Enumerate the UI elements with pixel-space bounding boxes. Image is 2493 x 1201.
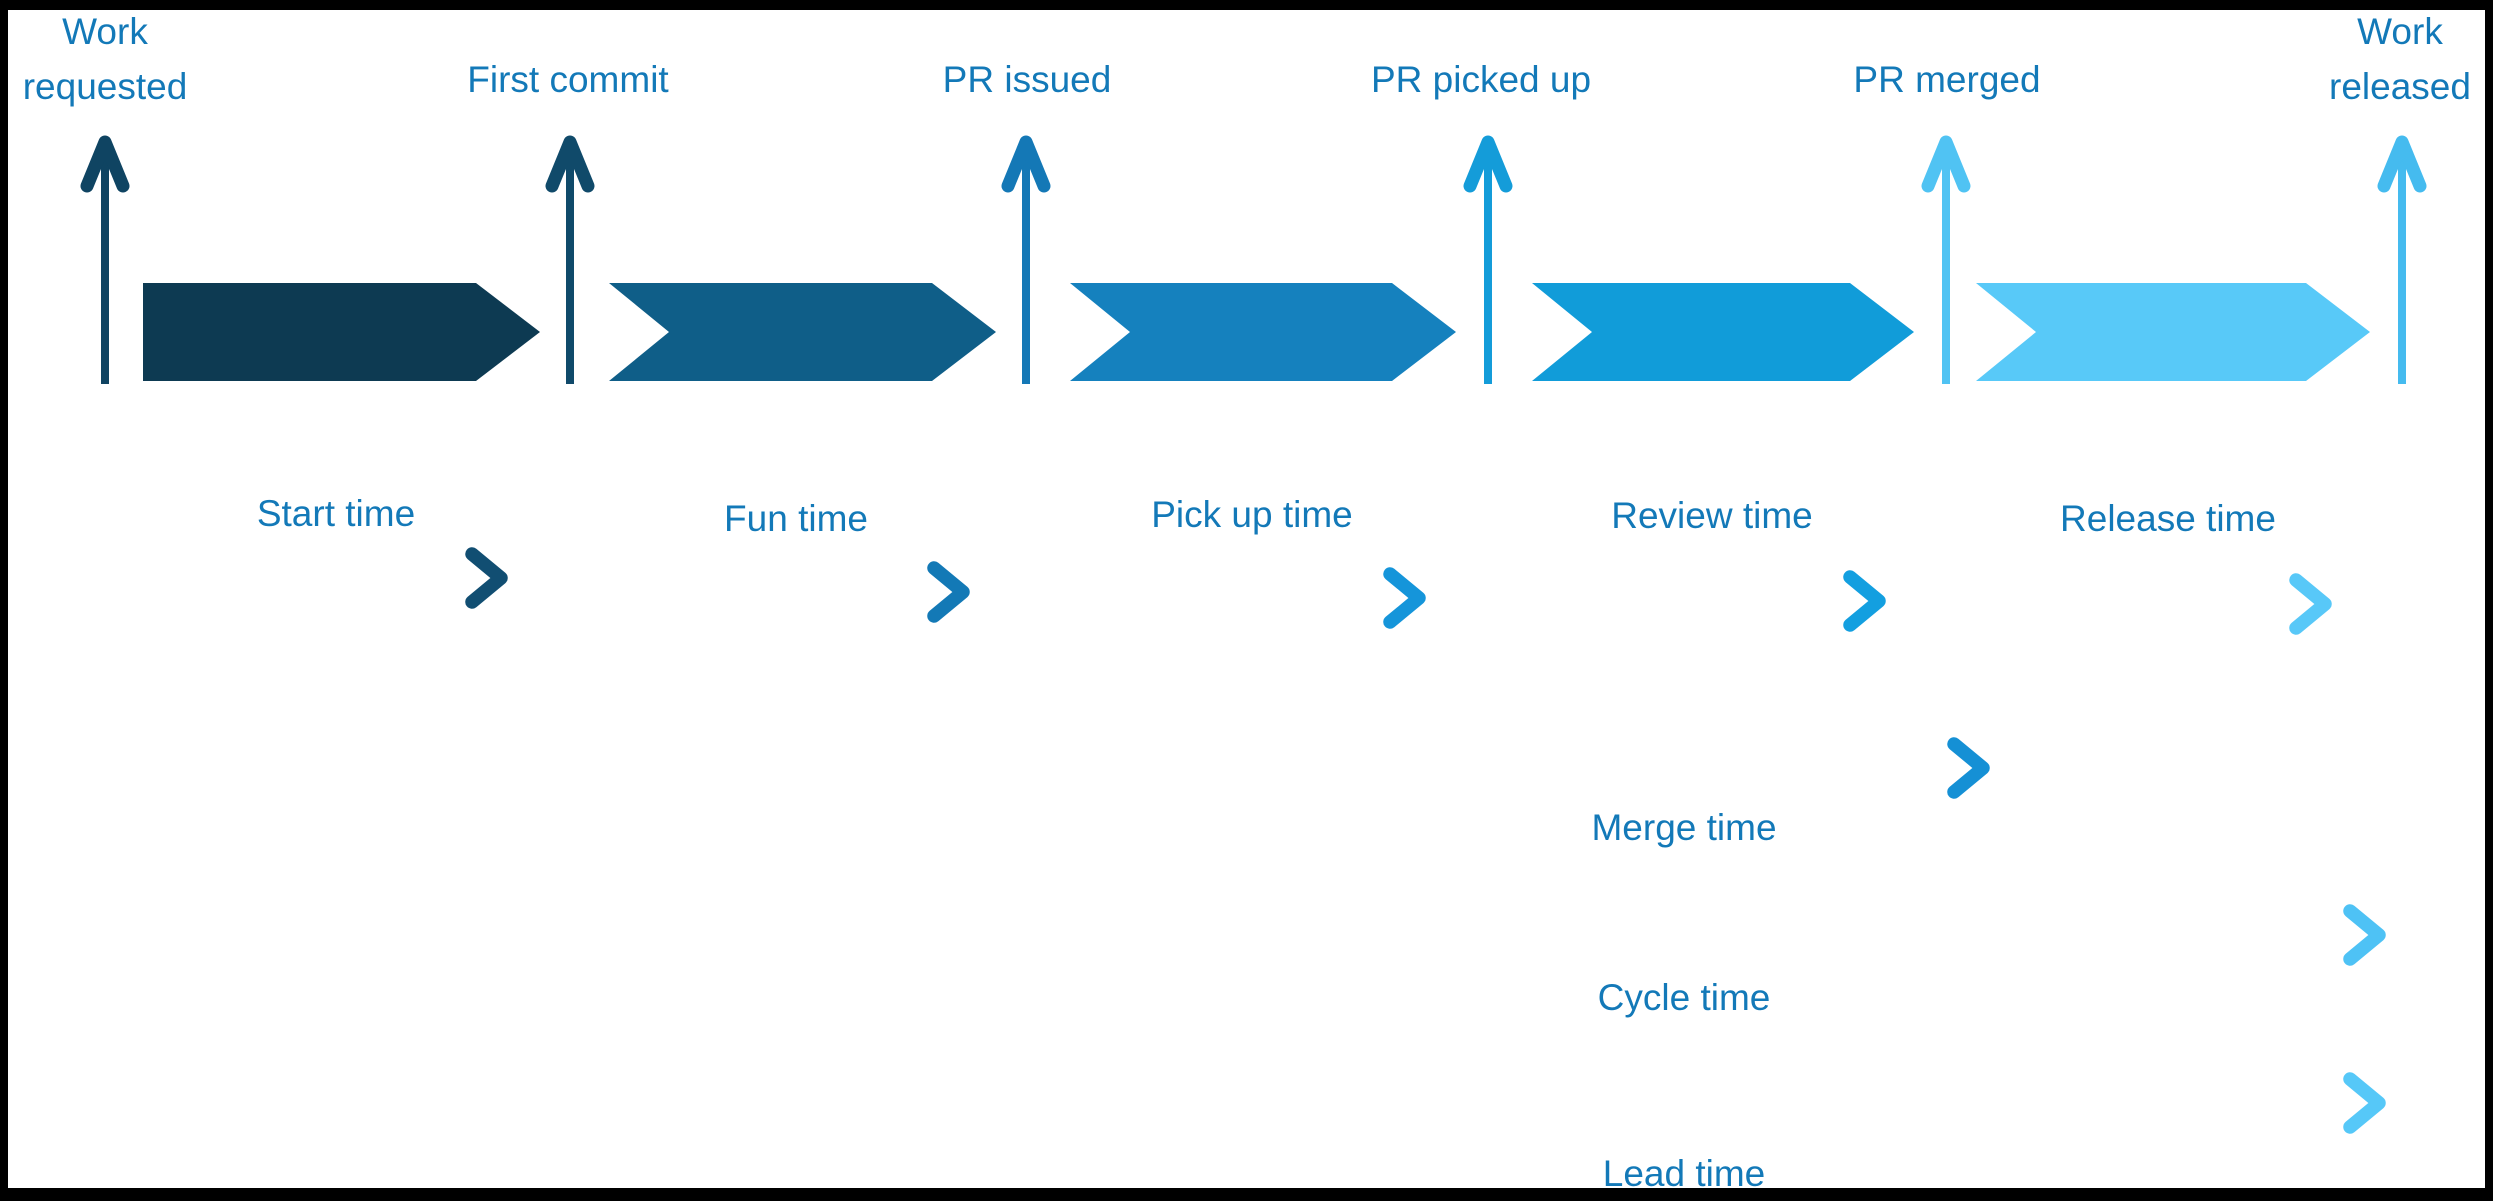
phase-label-release-time: Release time [2060,498,2276,539]
milestone-label-line: First commit [467,59,669,100]
phase-label-pick-up-time: Pick up time [1151,494,1353,535]
milestone-arrow-icon-pr-issued [1001,135,1051,384]
stage-chevron-2 [609,283,996,381]
phase-arrow-icon-review-time [1556,570,1886,632]
milestone-label-pr-picked-up: PR picked up [1371,52,1591,107]
phase-arrow-icon-fun-time [640,561,970,623]
stage-chevron-4 [1532,283,1914,381]
milestone-label-line: Work [2357,11,2443,52]
milestone-label-line: Work [62,11,148,52]
milestone-label-first-commit: First commit [467,52,668,107]
stage-chevron-shape [1976,283,2370,381]
aggregate-arrow-icon-merge-time [502,737,1990,799]
aggregate-label-cycle-time: Cycle time [1597,977,1771,1018]
phase-arrow-icon-start-time [182,547,508,609]
stage-chevron-1 [143,283,540,381]
frame-border-left [0,0,8,1201]
milestone-arrow-icon-pr-picked-up [1463,135,1513,384]
aggregate-label-merge-time: Merge time [1591,807,1777,848]
stage-chevron-3 [1070,283,1456,381]
frame-border-right [2485,0,2493,1201]
milestone-label-work-requested: Work requested [23,4,188,114]
milestone-label-line: PR issued [942,59,1112,100]
aggregate-arrow-icon-lead-time [16,1072,2386,1134]
milestone-arrow-icon-pr-merged [1921,135,1971,384]
stage-chevron-shape [1532,283,1914,381]
phase-label-fun-time: Fun time [724,498,868,539]
aggregate-label-lead-time: Lead time [1602,1153,1766,1194]
milestone-label-line: PR picked up [1370,59,1592,100]
milestone-label-line: PR merged [1853,59,2041,100]
milestone-label-line: released [2329,66,2471,107]
phase-label-review-time: Review time [1611,495,1813,536]
milestone-label-pr-merged: PR merged [1853,52,2040,107]
milestone-label-line: requested [22,66,188,107]
phase-label-start-time: Start time [256,493,416,534]
stage-chevron-5 [1976,283,2370,381]
frame-border-top [0,0,2493,10]
stage-chevron-shape [1070,283,1456,381]
milestone-label-pr-issued: PR issued [943,52,1112,107]
milestone-arrow-icon-work-released [2377,135,2427,384]
frame-border-bottom [0,1188,2493,1201]
aggregate-arrow-icon-cycle-time [502,904,2386,966]
phase-arrow-icon-pick-up-time [1100,567,1426,629]
milestone-arrow-icon-first-commit [545,135,595,384]
stage-chevron-shape [609,283,996,381]
milestone-arrow-icon-work-requested [80,135,130,384]
stage-chevron-shape [143,283,540,381]
phase-arrow-icon-release-time [2014,573,2332,635]
milestone-label-work-released: Work released [2329,4,2471,114]
